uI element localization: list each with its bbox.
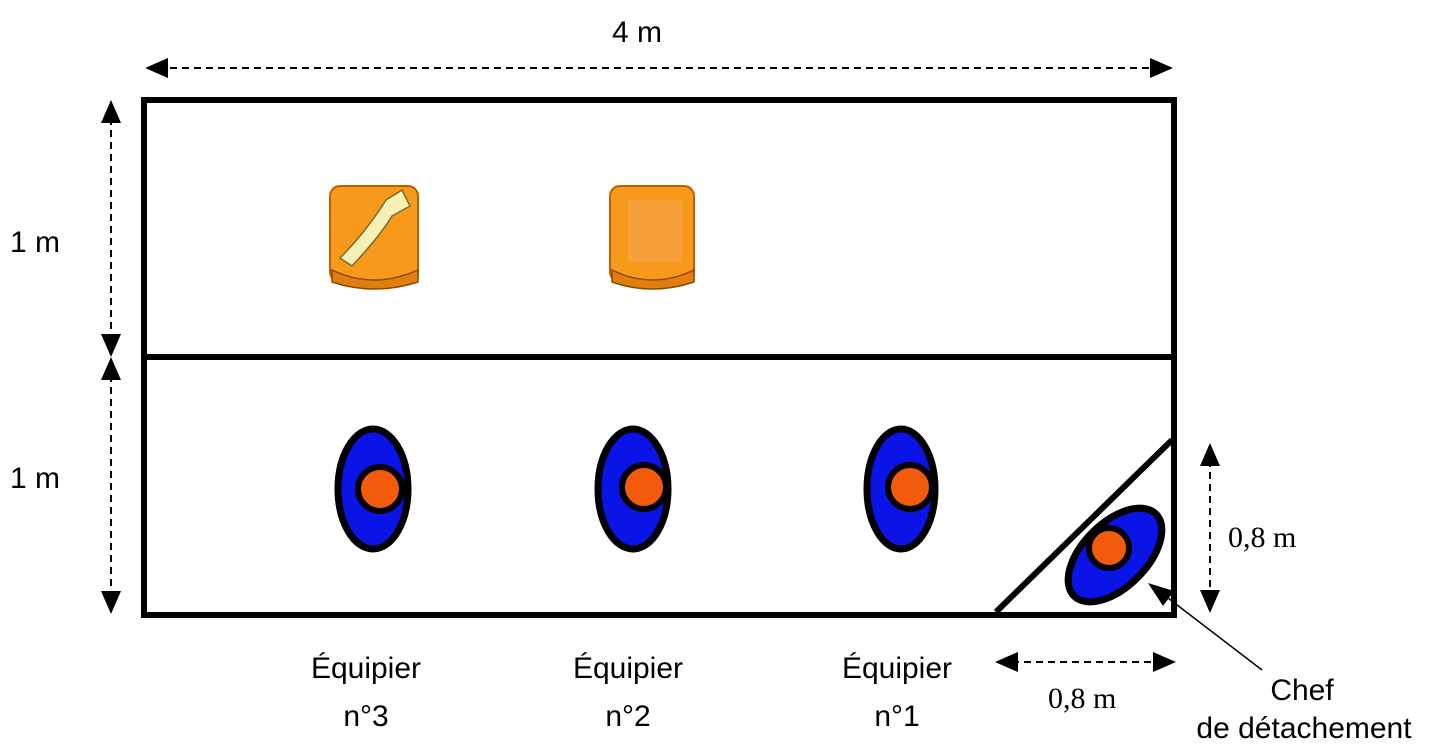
corner-height-label: 0,8 m [1228, 521, 1296, 554]
width-label: 4 m [612, 16, 662, 49]
crew-2-label-line2: n°2 [605, 700, 650, 733]
equipment-bag-icon [609, 185, 695, 290]
top-height-arrowhead-up [101, 100, 121, 123]
chief-icon [1064, 504, 1166, 606]
crew-member-3-icon [334, 425, 412, 553]
equipment-bag-with-strap-icon [329, 185, 419, 290]
crew-member-2-icon [594, 425, 672, 553]
crew-3-label-line2: n°3 [343, 700, 388, 733]
crew-3-label-line1: Équipier [311, 652, 421, 685]
crew-1-label-line2: n°1 [874, 700, 919, 733]
width-arrowhead-left-shape [145, 58, 168, 78]
bottom-height-arrowhead-down [101, 591, 121, 614]
chief-pointer-line [1167, 597, 1263, 671]
chief-label-line1: Chef [1270, 674, 1334, 707]
bottom-height-label: 1 m [10, 462, 60, 495]
top-height-arrowhead-down [101, 334, 121, 357]
corner-width-arrowhead-left [995, 652, 1018, 672]
bottom-height-arrowhead-up [101, 357, 121, 380]
crew-2-label-line1: Équipier [573, 652, 683, 685]
corner-width-arrowhead-right [1153, 652, 1176, 672]
top-height-label: 1 m [10, 226, 60, 259]
crew-member-1-icon [863, 425, 939, 553]
corner-width-label: 0,8 m [1048, 682, 1116, 715]
chief-label-line2: de détachement [1196, 712, 1412, 745]
corner-height-arrowhead-down [1200, 590, 1220, 613]
width-arrowhead-right-shape [1150, 58, 1173, 78]
chief-pointer-arrowhead [1148, 583, 1174, 606]
chief-corner-diagonal [993, 437, 1175, 615]
corner-height-arrowhead-up [1200, 443, 1220, 466]
crew-1-label-line1: Équipier [842, 652, 952, 685]
